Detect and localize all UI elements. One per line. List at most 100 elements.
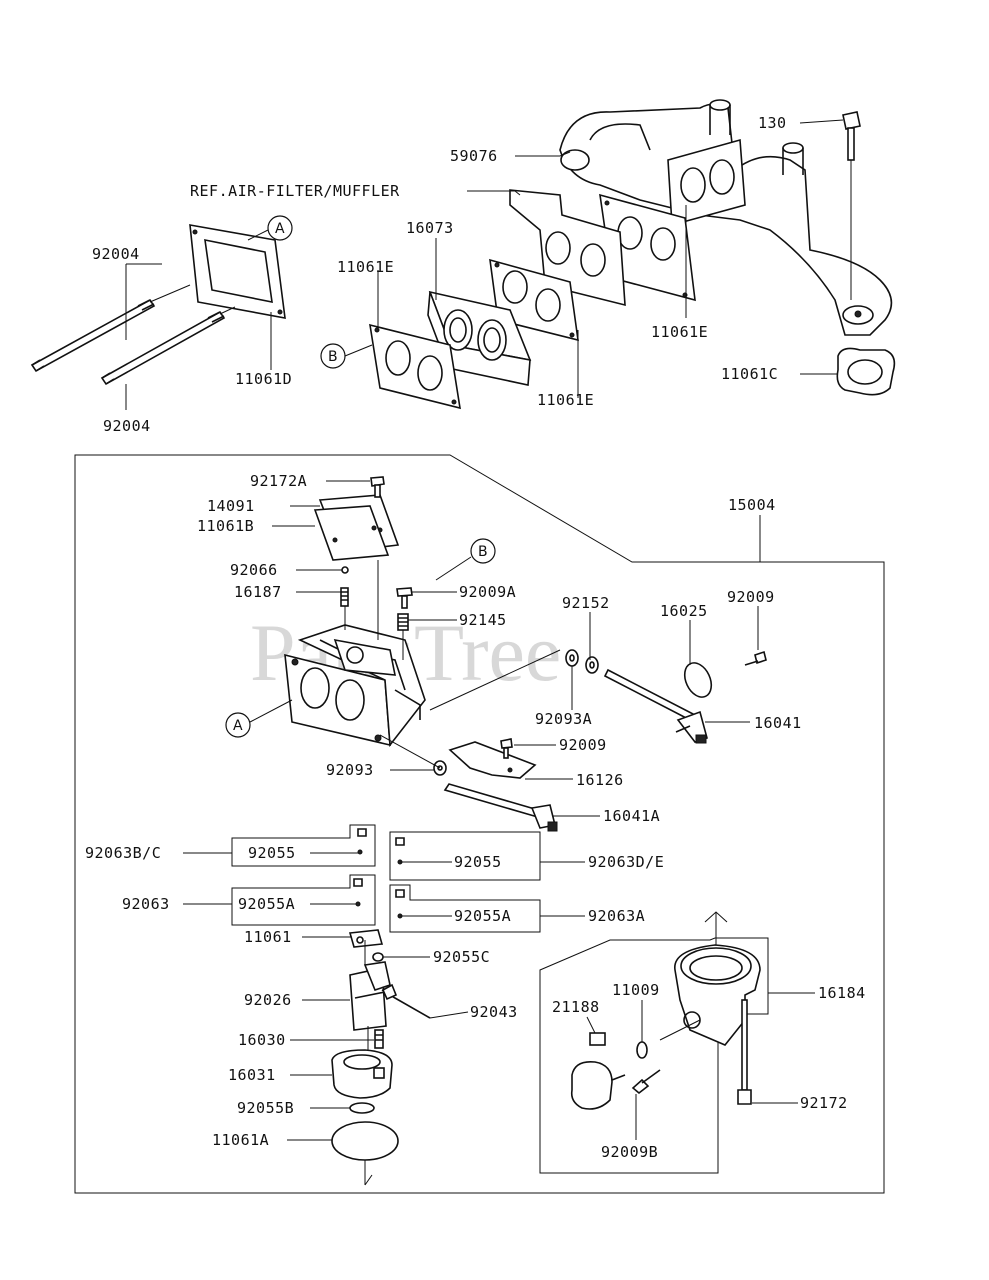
label-16031: 16031 xyxy=(228,1066,276,1084)
seal-92093a[interactable] xyxy=(565,649,579,667)
label-11061: 11061 xyxy=(244,928,292,946)
label-16184: 16184 xyxy=(818,984,866,1002)
spring-92145[interactable] xyxy=(397,613,409,631)
gasket-11061d[interactable] xyxy=(189,224,286,319)
label-92009b: 92009B xyxy=(601,1143,658,1161)
callout-b-top: B xyxy=(320,343,346,369)
label-14091: 14091 xyxy=(207,497,255,515)
label-16030: 16030 xyxy=(238,1031,286,1049)
part-labels: 130 59076 REF.AIR-FILTER/MUFFLER 92004 1… xyxy=(85,114,866,1161)
bowl-guides xyxy=(364,940,369,1050)
screw-92009b[interactable] xyxy=(631,1069,661,1095)
assembly-frame xyxy=(74,454,885,1194)
screw-92009-throttle[interactable] xyxy=(500,738,513,759)
label-92063bc: 92063B/C xyxy=(85,844,161,862)
gasket-11009[interactable] xyxy=(636,1041,648,1059)
label-16187: 16187 xyxy=(234,583,282,601)
callout-a-bottom: A xyxy=(225,712,251,738)
jet-92055c[interactable] xyxy=(372,952,384,962)
label-59076: 59076 xyxy=(450,147,498,165)
label-11061b: 11061B xyxy=(197,517,254,535)
label-92152: 92152 xyxy=(562,594,610,612)
label-16041: 16041 xyxy=(754,714,802,732)
gasket-11061[interactable] xyxy=(348,929,384,948)
label-11009: 11009 xyxy=(612,981,660,999)
throttle-lever-16126[interactable] xyxy=(448,741,537,779)
solenoid-guide xyxy=(659,1019,701,1041)
label-92026: 92026 xyxy=(244,991,292,1009)
callout-b-bottom: B xyxy=(470,538,496,564)
svg-text:B: B xyxy=(328,349,338,365)
label-92055-b: 92055 xyxy=(454,853,502,871)
callout-a-bottom-leader xyxy=(249,699,293,723)
label-92063: 92063 xyxy=(122,895,170,913)
callout-a-top: A xyxy=(267,215,293,241)
label-92066: 92066 xyxy=(230,561,278,579)
housing-16184[interactable] xyxy=(674,944,761,1046)
jet-box-92063bc[interactable] xyxy=(231,824,376,867)
label-11061e-right: 11061E xyxy=(651,323,708,341)
label-92055a-a: 92055A xyxy=(238,895,295,913)
callout-b-bottom-leader xyxy=(435,556,472,581)
screw-92172[interactable] xyxy=(737,999,752,1105)
label-11061a: 11061A xyxy=(212,1131,269,1149)
gasket-92055b[interactable] xyxy=(349,1102,375,1114)
screw-92172a[interactable] xyxy=(370,476,385,498)
jet-box-92063[interactable] xyxy=(231,874,376,926)
label-92009-choke: 92009 xyxy=(727,588,775,606)
main-jet-16030[interactable] xyxy=(374,1029,384,1049)
washer-92152[interactable] xyxy=(585,656,599,674)
stud-92004-lower[interactable] xyxy=(100,310,226,386)
float-92026[interactable] xyxy=(349,961,391,1031)
carburetor-body[interactable] xyxy=(284,624,426,748)
callout-b-top-leader xyxy=(344,344,373,357)
label-92063a: 92063A xyxy=(588,907,645,925)
label-15004: 15004 xyxy=(728,496,776,514)
label-16041a: 16041A xyxy=(603,807,660,825)
stud-guide-lines xyxy=(149,284,236,315)
choke-axis-line xyxy=(429,649,561,711)
label-92093a: 92093A xyxy=(535,710,592,728)
label-11061e-left: 11061E xyxy=(337,258,394,276)
screw-92009-choke[interactable] xyxy=(744,650,767,666)
housing-guide xyxy=(704,911,728,945)
solenoid-21188[interactable] xyxy=(570,1032,626,1110)
needle-92043[interactable] xyxy=(381,983,431,1019)
label-92009-throttle: 92009 xyxy=(559,736,607,754)
screw-16187[interactable] xyxy=(340,587,349,607)
label-92009a: 92009A xyxy=(459,583,516,601)
throttle-shaft-16041a[interactable] xyxy=(443,783,558,832)
bottom-guide xyxy=(364,1160,373,1186)
label-21188: 21188 xyxy=(552,998,600,1016)
label-92063de: 92063D/E xyxy=(588,853,664,871)
plug-92066[interactable] xyxy=(341,566,349,574)
intake-manifold[interactable] xyxy=(559,99,893,336)
choke-plate-16025[interactable] xyxy=(680,659,717,702)
heat-plate[interactable] xyxy=(509,189,626,307)
label-92145: 92145 xyxy=(459,611,507,629)
label-16126: 16126 xyxy=(576,771,624,789)
label-92055c: 92055C xyxy=(433,948,490,966)
top-part-guides xyxy=(344,606,404,660)
label-92172: 92172 xyxy=(800,1094,848,1112)
label-92055b: 92055B xyxy=(237,1099,294,1117)
gasket-11061c[interactable] xyxy=(836,347,896,396)
label-92043: 92043 xyxy=(470,1003,518,1021)
oring-11061a[interactable] xyxy=(331,1121,399,1161)
label-16025: 16025 xyxy=(660,602,708,620)
float-chamber-16031[interactable] xyxy=(331,1049,393,1099)
label-92055-a: 92055 xyxy=(248,844,296,862)
label-130: 130 xyxy=(758,114,787,132)
screw-92009a[interactable] xyxy=(396,587,413,609)
gasket-11061e-left[interactable] xyxy=(369,323,461,410)
label-92055a-b: 92055A xyxy=(454,907,511,925)
label-92172a: 92172A xyxy=(250,472,307,490)
bolt-130[interactable] xyxy=(842,111,861,300)
stud-92004-upper[interactable] xyxy=(30,298,156,373)
label-92004-bottom: 92004 xyxy=(103,417,151,435)
insulator-16073[interactable] xyxy=(427,290,532,386)
gasket-11061b[interactable] xyxy=(313,505,390,561)
choke-shaft-16041[interactable] xyxy=(603,668,708,744)
sub-assembly-box xyxy=(539,937,769,1174)
